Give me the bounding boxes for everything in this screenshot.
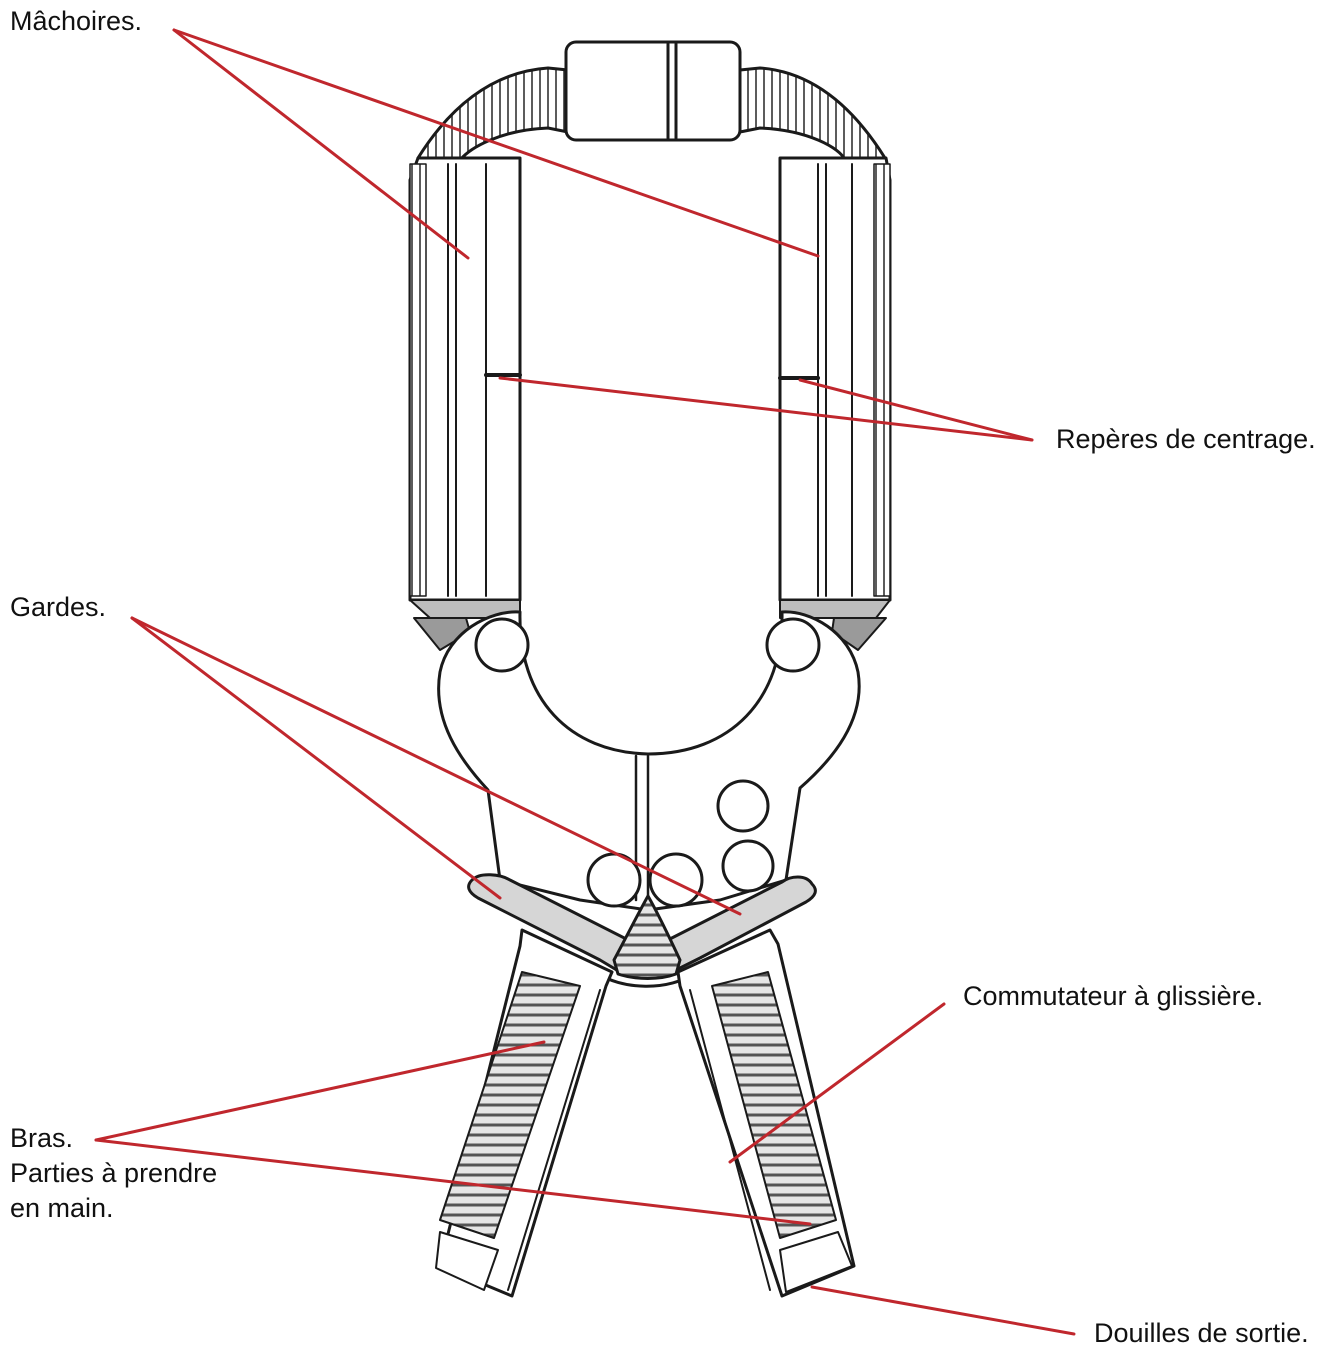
label-machoires: Mâchoires. [10,6,143,36]
label-commutateur: Commutateur à glissière. [963,981,1264,1011]
label-douilles-de-sortie: Douilles de sortie. [1094,1318,1309,1348]
leader-commutateur [728,1002,946,1164]
jaw-left [408,156,522,651]
jaw-arch-left [416,66,570,162]
leader-machoires-right [172,28,820,258]
hinge-body [437,610,861,912]
label-parties-line1: Parties à prendre [10,1158,218,1188]
arm-right [676,928,856,1298]
leader-bras-right [94,1138,812,1226]
leader-gardes-right [130,616,742,916]
leader-reperes-right [798,378,1034,442]
arm-left [435,928,614,1298]
leader-bras-left [94,1040,546,1142]
leader-douilles [810,1285,1076,1336]
leader-reperes-left [498,376,1034,442]
leader-gardes-left [130,616,502,900]
leader-lines [94,28,1076,1336]
leader-machoires-left [172,28,470,260]
jaw-tip-connector [564,40,742,142]
label-gardes: Gardes. [10,592,107,622]
label-bras: Bras. [10,1123,74,1153]
jaw-arch-right [738,66,887,162]
jaw-right [778,156,892,651]
label-reperes-de-centrage: Repères de centrage. [1056,424,1316,454]
label-parties-line2: en main. [10,1193,114,1223]
